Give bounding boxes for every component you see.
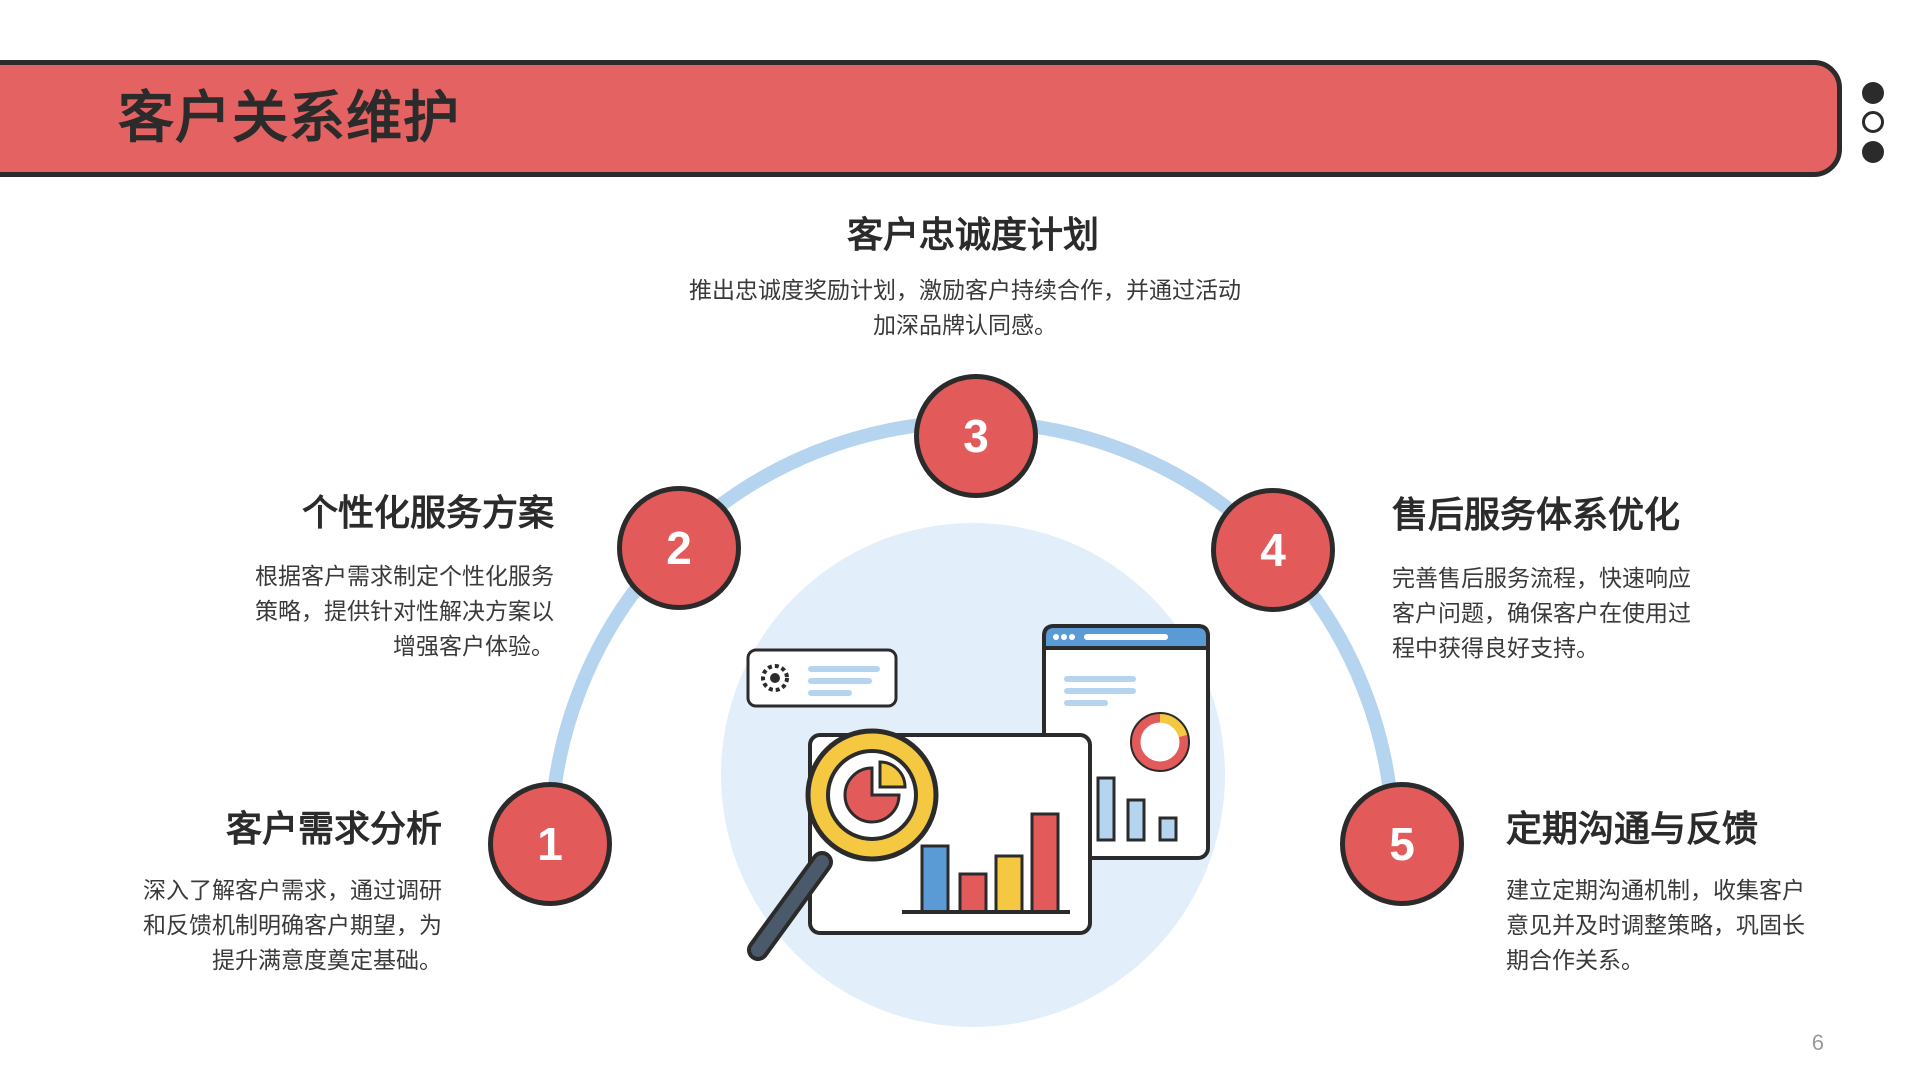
page-number: 6 xyxy=(1811,1030,1824,1055)
step-badge-5: 5 xyxy=(1340,782,1464,906)
step-badge-4: 4 xyxy=(1211,488,1335,612)
magnifier-icon xyxy=(747,728,939,961)
step-desc-1: 深入了解客户需求，通过调研 和反馈机制明确客户期望，为 提升满意度奠定基础。 xyxy=(143,878,442,974)
step-desc-4: 完善售后服务流程，快速响应 客户问题，确保客户在使用过 程中获得良好支持。 xyxy=(1392,566,1691,662)
step-desc-2: 根据客户需求制定个性化服务 策略，提供针对性解决方案以 增强客户体验。 xyxy=(255,564,554,660)
decor-dot-icon xyxy=(1862,82,1884,104)
step-badge-3: 3 xyxy=(914,374,1038,498)
settings-card-icon xyxy=(746,648,898,708)
step-badge-2: 2 xyxy=(617,486,741,610)
decor-dot-hollow-icon xyxy=(1862,111,1884,133)
step-desc-3: 推出忠诚度奖励计划，激励客户持续合作，并通过活动 加深品牌认同感。 xyxy=(689,278,1241,339)
page-title: 客户关系维护 xyxy=(118,86,460,151)
step-badge-1: 1 xyxy=(488,782,612,906)
step-desc-5: 建立定期沟通机制，收集客户 意见并及时调整策略，巩固长 期合作关系。 xyxy=(1506,878,1805,974)
title-bar xyxy=(0,60,1842,177)
step-title-1: 客户需求分析 xyxy=(225,809,442,850)
step-title-2: 个性化服务方案 xyxy=(301,493,554,534)
decor-dot-icon xyxy=(1862,141,1884,163)
step-title-3: 客户忠诚度计划 xyxy=(846,215,1099,256)
step-title-5: 定期沟通与反馈 xyxy=(1506,809,1759,850)
step-title-4: 售后服务体系优化 xyxy=(1392,495,1681,536)
